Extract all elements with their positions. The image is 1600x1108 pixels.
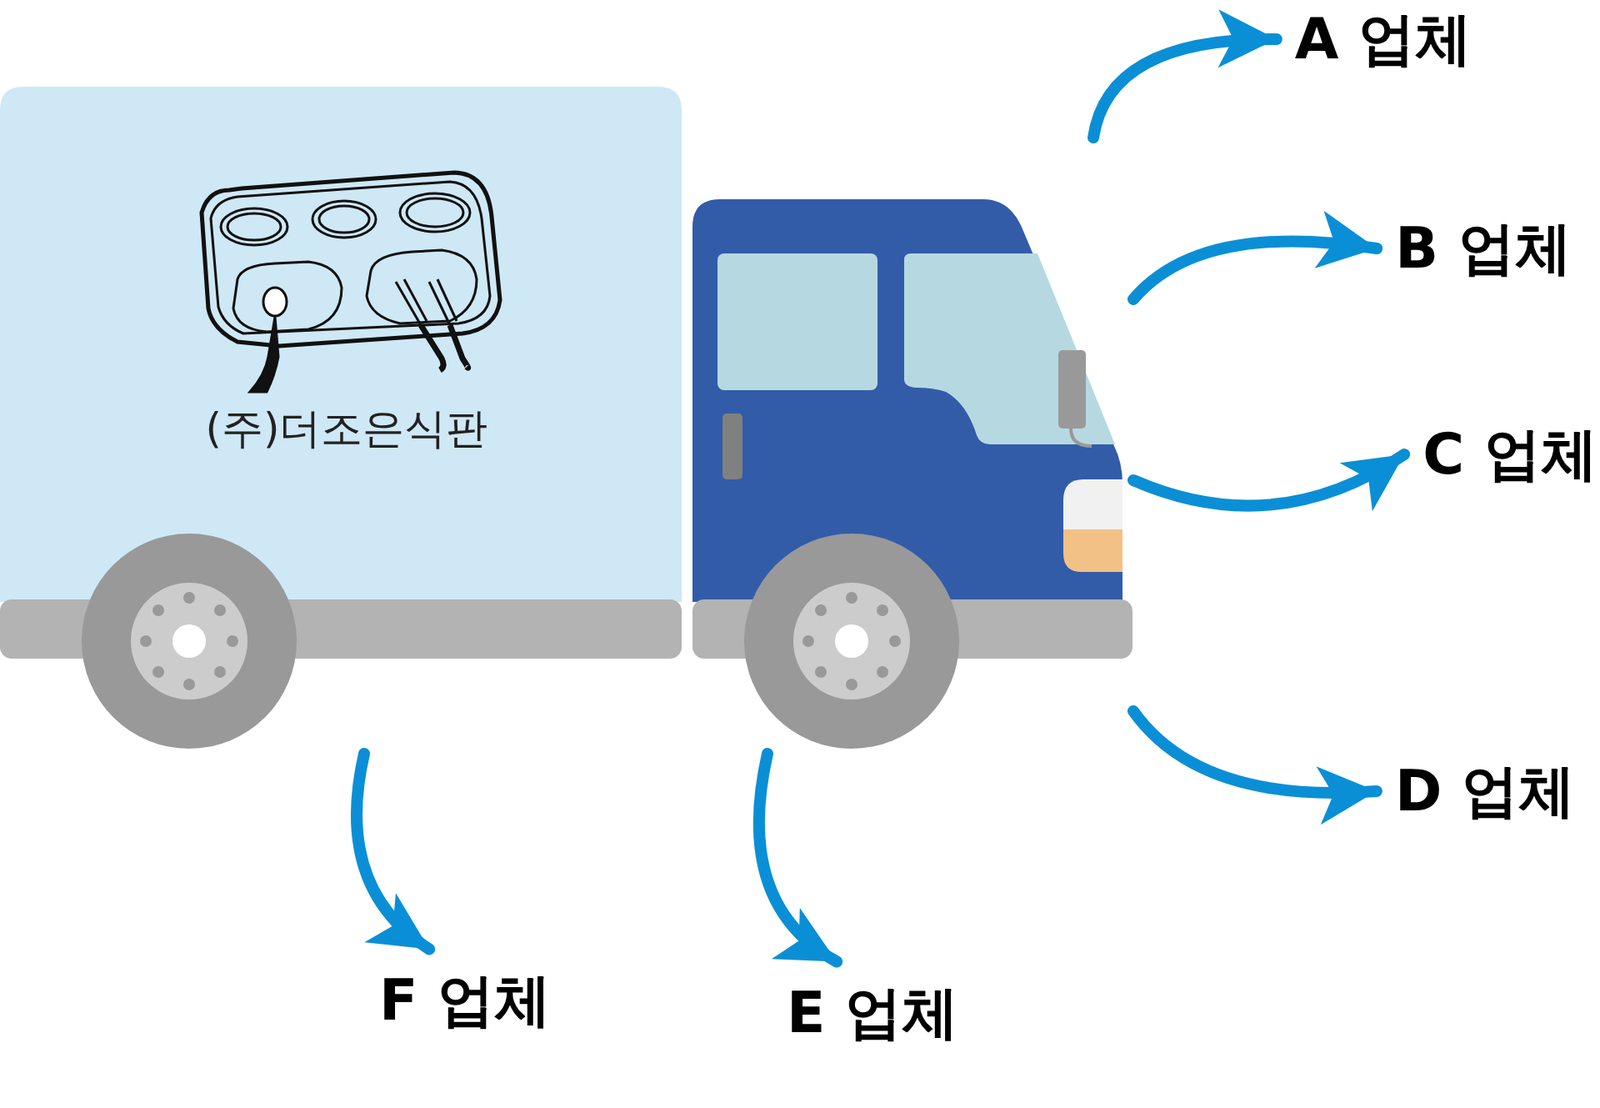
company-label: C 업체 [1419, 415, 1600, 495]
company-node: D 업체 [1391, 751, 1579, 831]
company-label: E 업체 [783, 973, 962, 1053]
mirror-arm [1070, 428, 1092, 446]
company-label: F 업체 [375, 960, 555, 1040]
meal-tray-logo [201, 172, 500, 392]
side-window [717, 253, 878, 390]
company-label: B 업체 [1391, 209, 1575, 289]
front-wheel [744, 533, 960, 749]
headlight-top [1063, 479, 1123, 530]
delivery-arrow [759, 753, 837, 962]
company-node: E 업체 [783, 973, 962, 1053]
delivery-arrow [1133, 240, 1377, 300]
company-name: (주)더조은식판 [205, 400, 488, 457]
company-label: D 업체 [1391, 751, 1579, 831]
windshield [904, 253, 1115, 445]
company-node: B 업체 [1391, 209, 1575, 289]
truck-box: (주)더조은식판 [0, 86, 1134, 754]
truck-cab [692, 199, 1123, 602]
delivery-arrow [356, 753, 430, 950]
company-node: C 업체 [1419, 415, 1600, 495]
company-label: A 업체 [1291, 0, 1475, 80]
cargo-box [0, 86, 682, 602]
headlight-bottom [1063, 529, 1123, 572]
delivery-arrow [1133, 454, 1405, 506]
door-handle [722, 413, 743, 480]
delivery-arrow [1133, 710, 1377, 793]
rear-wheel [81, 533, 297, 749]
company-node: F 업체 [375, 960, 555, 1040]
side-mirror [1058, 350, 1086, 429]
delivery-arrow [1093, 39, 1277, 138]
company-node: A 업체 [1291, 0, 1475, 80]
